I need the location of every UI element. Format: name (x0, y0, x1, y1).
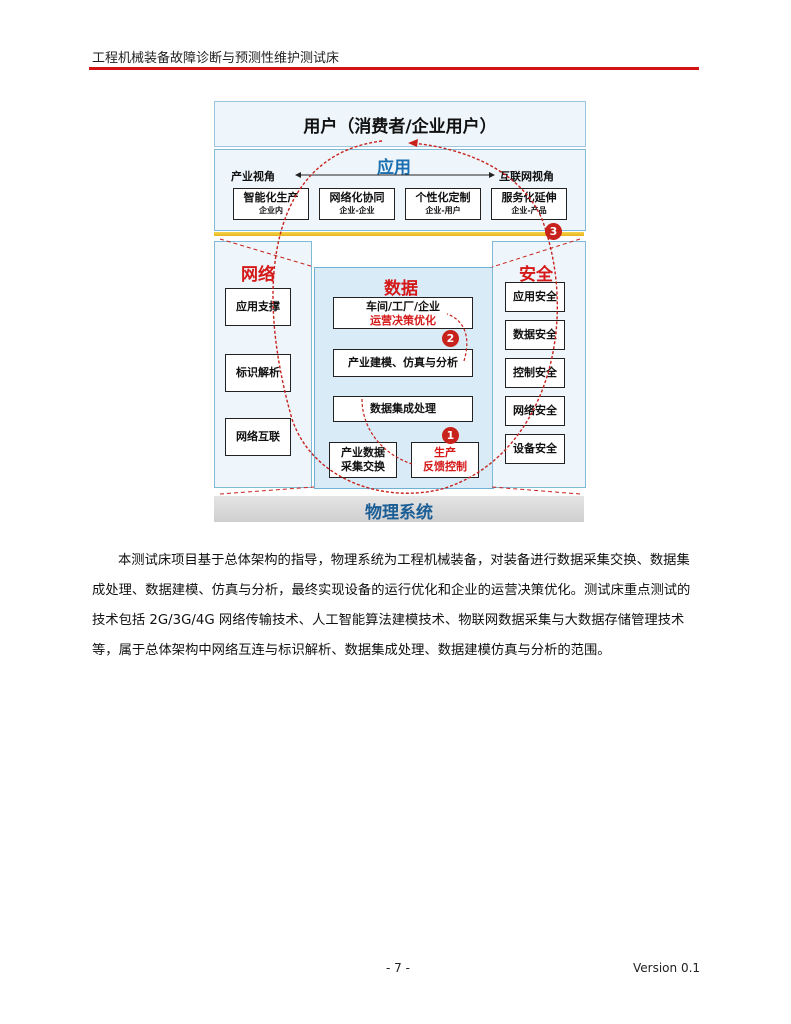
control-line-2: 反馈控制 (423, 460, 467, 473)
loop-arrows (219, 139, 581, 495)
version-label: Version 0.1 (633, 961, 701, 975)
app-item-network-collab: 网络化协同 企业-企业 (319, 188, 395, 220)
app-item-sub: 企业-企业 (339, 206, 375, 215)
security-item-control: 控制安全 (505, 358, 565, 388)
view-arrow (295, 172, 495, 178)
data-title: 数据 (384, 279, 418, 299)
app-item-label: 个性化定制 (415, 191, 471, 204)
data-ops-optimization-box: 车间/工厂/企业 运营决策优化 (333, 297, 473, 329)
app-item-sub: 企业-产品 (511, 206, 547, 215)
security-item-app: 应用安全 (505, 282, 565, 312)
collect-line-2: 采集交换 (341, 460, 385, 473)
security-item-network: 网络安全 (505, 396, 565, 426)
page-number: - 7 - (386, 961, 410, 975)
data-ops-red-label: 运营决策优化 (370, 314, 436, 327)
paragraph-text: 本测试床项目基于总体架构的指导，物理系统为工程机械装备，对装备进行数据采集交换、… (92, 553, 691, 658)
app-item-sub: 企业-用户 (425, 206, 461, 215)
body-paragraph: 本测试床项目基于总体架构的指导，物理系统为工程机械装备，对装备进行数据采集交换、… (92, 546, 700, 666)
application-title: 应用 (377, 158, 411, 178)
document-header-title: 工程机械装备故障诊断与预测性维护测试床 (92, 51, 340, 66)
security-panel: 安全 应用安全 数据安全 控制安全 网络安全 设备安全 (492, 241, 586, 488)
physical-system-label: 物理系统 (365, 503, 433, 523)
network-item-identifier-resolution: 标识解析 (225, 354, 291, 392)
data-modeling-box: 产业建模、仿真与分析 (333, 349, 473, 377)
application-layer: 应用 产业视角 互联网视角 智能化生产 企业内 网络化协同 企业-企业 个性化定… (214, 149, 586, 231)
step-badge-1: 1 (442, 427, 459, 444)
header-rule (89, 67, 699, 70)
control-line-1: 生产 (434, 446, 456, 459)
security-item-data: 数据安全 (505, 320, 565, 350)
industry-view-label: 产业视角 (231, 170, 275, 183)
physical-system-bar: 物理系统 (214, 496, 584, 523)
step-badge-3: 3 (545, 223, 562, 240)
data-collect-box: 产业数据 采集交换 (329, 442, 397, 478)
user-layer: 用户（消费者/企业用户） (214, 101, 586, 147)
data-panel: 数据 车间/工厂/企业 运营决策优化 产业建模、仿真与分析 数据集成处理 产业数… (314, 267, 494, 489)
step-badge-2: 2 (442, 330, 459, 347)
app-item-label: 智能化生产 (243, 191, 299, 204)
yellow-divider (214, 232, 584, 236)
security-title: 安全 (519, 265, 553, 285)
network-item-app-support: 应用支撑 (225, 288, 291, 326)
architecture-figure: 用户（消费者/企业用户） 应用 产业视角 互联网视角 智能化生产 企业内 网络化… (212, 99, 588, 525)
app-item-service-extension: 服务化延伸 企业-产品 (491, 188, 567, 220)
data-ops-label: 车间/工厂/企业 (365, 300, 441, 313)
data-integration-box: 数据集成处理 (333, 396, 473, 422)
user-layer-label: 用户（消费者/企业用户） (303, 117, 497, 137)
network-item-interconnect: 网络互联 (225, 418, 291, 456)
network-title: 网络 (241, 265, 275, 285)
collect-line-1: 产业数据 (341, 446, 385, 459)
app-item-personalized: 个性化定制 企业-用户 (405, 188, 481, 220)
app-item-intelligent-production: 智能化生产 企业内 (233, 188, 309, 220)
app-item-sub: 企业内 (259, 206, 283, 215)
network-panel: 网络 应用支撑 标识解析 网络互联 (214, 241, 312, 488)
app-item-label: 网络化协同 (329, 191, 385, 204)
